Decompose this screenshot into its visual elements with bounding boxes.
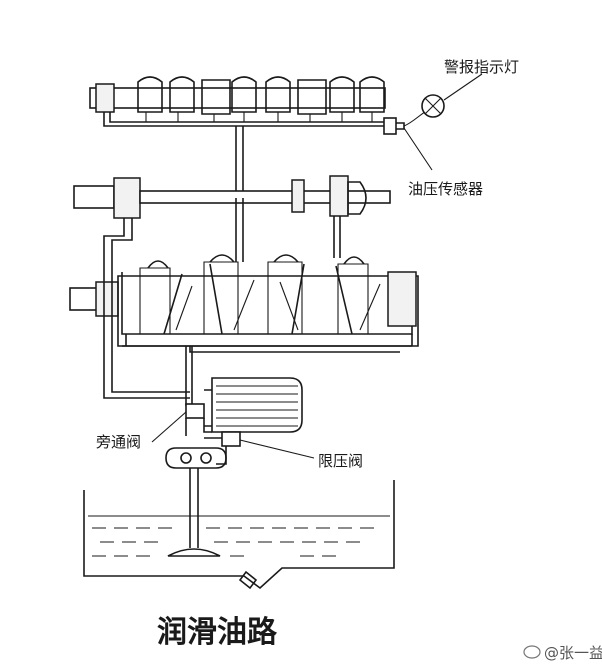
crankshaft-block: [69, 254, 419, 353]
oil-pan: [83, 480, 395, 590]
main-oil-gallery: [103, 198, 244, 406]
oil-pressure-sensor: [383, 107, 433, 171]
diagram-title: 润滑油路: [157, 615, 278, 650]
bypass-valve-label: 旁通阀: [96, 433, 141, 451]
warning-lamp-icon: [421, 73, 483, 118]
bypass-valve: [185, 403, 212, 436]
oil-filter: [204, 377, 303, 433]
oil-pump-icon: [165, 446, 227, 469]
weibo-watermark: @张一益: [523, 644, 602, 662]
pressure-limiting-valve-label: 限压阀: [318, 452, 363, 470]
oil-pressure-sensor-label: 油压传感器: [408, 180, 483, 198]
warning-lamp-label: 警报指示灯: [444, 58, 519, 76]
pressure-limiting-valve: [204, 431, 315, 459]
auxiliary-shaft: [73, 175, 391, 270]
camshaft: [89, 76, 386, 115]
watermark-text: @张一益: [544, 644, 602, 662]
camshaft-oil-gallery: [103, 112, 392, 198]
oil-pickup-pipe: [167, 468, 221, 557]
